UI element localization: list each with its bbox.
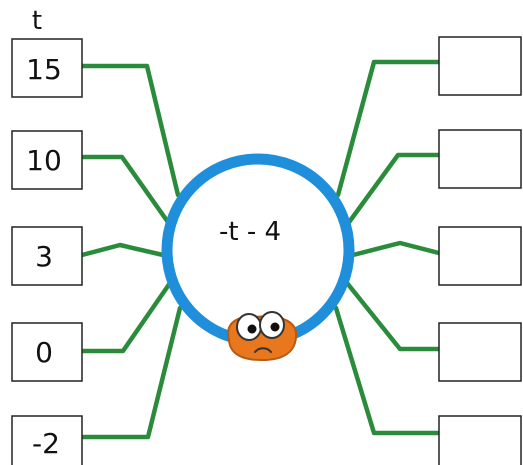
leg-left-1 [79, 63, 181, 198]
function-rule: -t - 4 [219, 217, 281, 247]
worried-bug-face-icon [227, 311, 298, 362]
input-box-2 [11, 130, 83, 190]
spider-legs [79, 59, 442, 440]
input-value-2: 10 [26, 144, 62, 177]
output-box-4[interactable] [438, 322, 522, 382]
output-boxes [438, 36, 522, 465]
variable-label: t [32, 6, 42, 36]
leg-right-4 [344, 280, 442, 352]
leg-left-4 [79, 280, 173, 354]
leg-right-3 [350, 240, 442, 258]
input-box-5 [11, 415, 83, 465]
input-value-5: -2 [32, 427, 60, 460]
input-value-1: 15 [26, 53, 62, 86]
input-box-4 [11, 322, 83, 382]
output-box-2[interactable] [438, 129, 522, 189]
leg-right-2 [344, 152, 442, 228]
leg-left-3 [79, 242, 166, 258]
input-box-1 [11, 38, 83, 98]
input-box-3 [11, 226, 83, 286]
spider-body-ring [161, 153, 355, 347]
input-value-3: 3 [35, 240, 53, 273]
input-value-4: 0 [35, 336, 53, 369]
input-boxes: 15 10 3 0 -2 [11, 38, 83, 465]
leg-left-2 [79, 154, 173, 228]
output-box-5[interactable] [438, 415, 522, 465]
output-box-3[interactable] [438, 226, 522, 286]
leg-right-5 [333, 305, 442, 436]
leg-right-1 [335, 59, 442, 198]
leg-left-5 [79, 305, 183, 440]
output-box-1[interactable] [438, 36, 522, 96]
